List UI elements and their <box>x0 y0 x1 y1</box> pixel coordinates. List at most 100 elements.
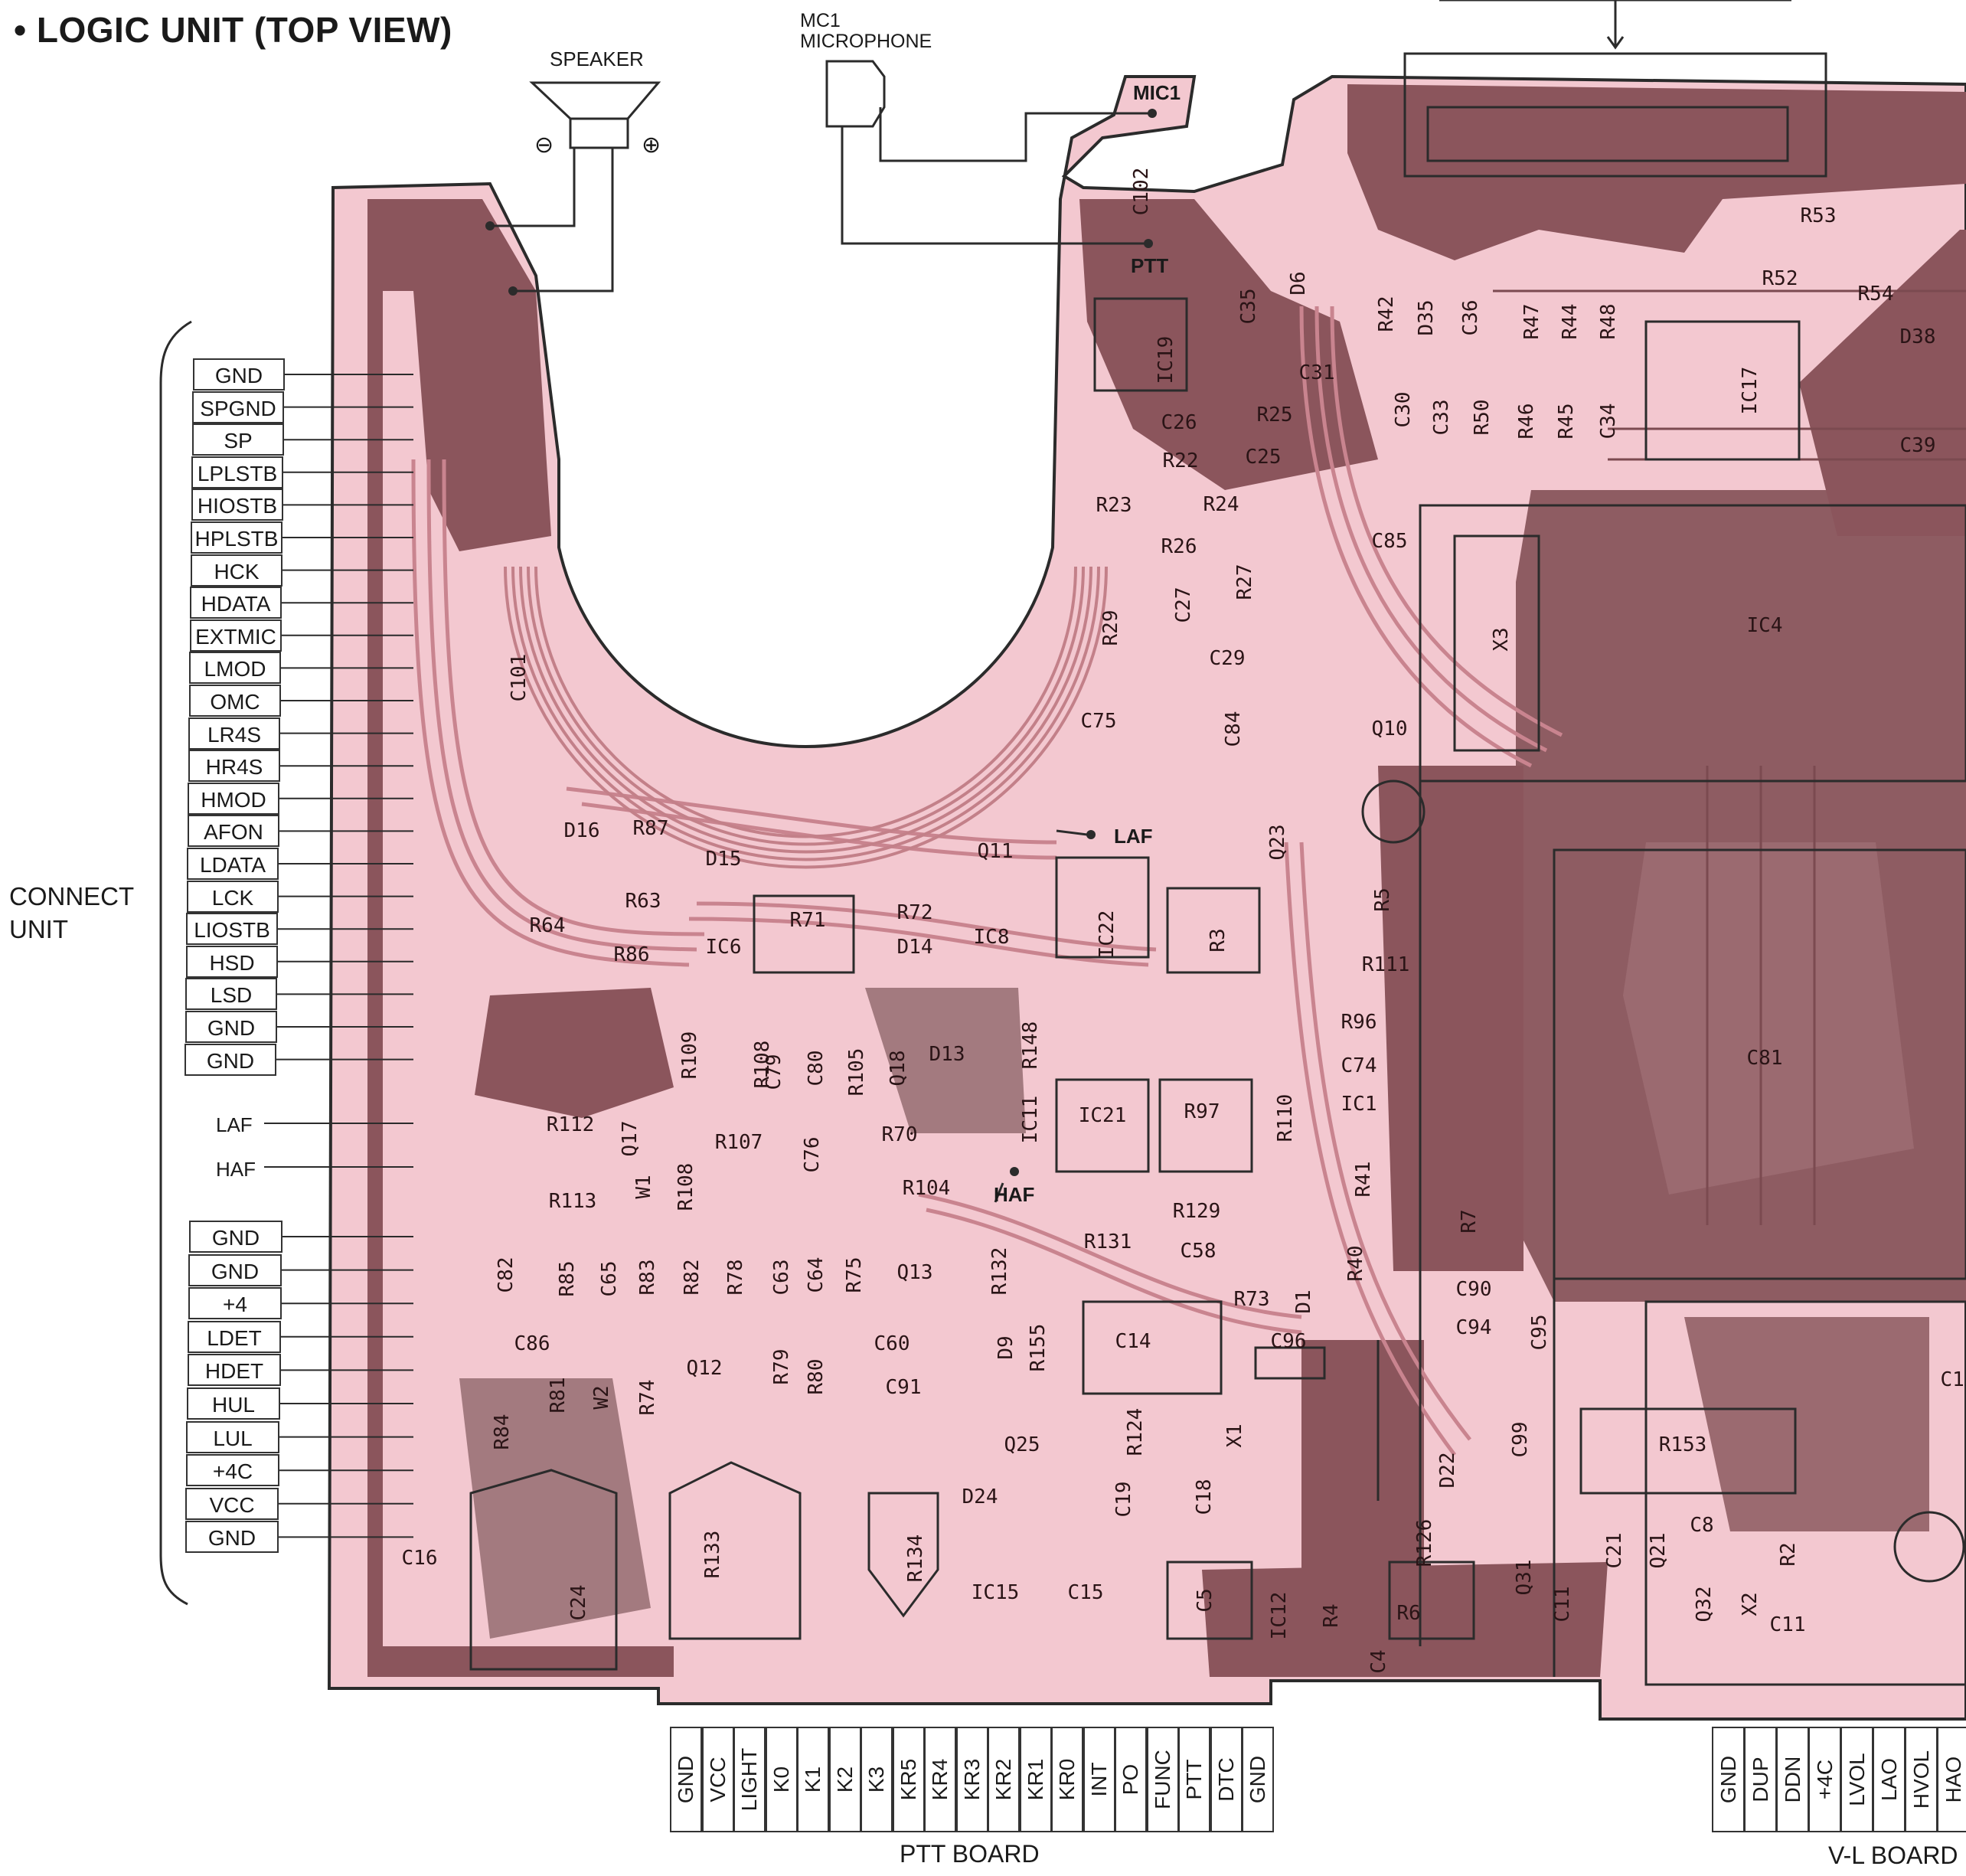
component-ic12: IC12 <box>1268 1592 1291 1640</box>
component-c11: C11 <box>1770 1613 1806 1636</box>
component-c101: C101 <box>508 654 531 702</box>
component-r22: R22 <box>1163 449 1199 472</box>
component-r96: R96 <box>1341 1011 1377 1034</box>
c14-outline <box>1082 1300 1223 1395</box>
component-w2: W2 <box>590 1385 613 1409</box>
component-r40: R40 <box>1344 1246 1367 1282</box>
connect-pin-hiostb: HIOSTB <box>191 489 283 521</box>
component-c65: C65 <box>598 1261 621 1297</box>
ptt-pin-label: K2 <box>832 1766 857 1793</box>
component-c36: C36 <box>1459 300 1482 336</box>
connect-unit-label-line1: CONNECT <box>9 882 135 910</box>
component-q23: Q23 <box>1266 825 1289 861</box>
component-ic17: IC17 <box>1739 367 1762 415</box>
component-c90: C90 <box>1456 1278 1492 1301</box>
component-r132: R132 <box>988 1247 1011 1296</box>
ptt-pin-label: KR1 <box>1023 1758 1047 1801</box>
vl-pin-label: +4C <box>1812 1759 1837 1800</box>
component-r6: R6 <box>1396 1602 1420 1625</box>
component-r74: R74 <box>636 1380 659 1416</box>
component-c81: C81 <box>1747 1047 1783 1070</box>
component-ic22: IC22 <box>1096 910 1119 959</box>
component-d15: D15 <box>706 848 742 871</box>
component-r27: R27 <box>1233 564 1256 600</box>
component-c102: C102 <box>1130 168 1153 216</box>
ptt-pin-label: KR3 <box>959 1758 984 1801</box>
component-c8: C8 <box>1690 1514 1713 1537</box>
laf-board-label: LAF <box>1114 825 1153 848</box>
ptt-pin-14: PO <box>1115 1727 1147 1832</box>
component-c96: C96 <box>1271 1330 1307 1353</box>
component-r50: R50 <box>1471 400 1494 436</box>
ic8-outline <box>1055 856 1150 959</box>
speaker-minus-icon: ⊖ <box>534 132 554 158</box>
connect-pin-hul-b: HUL <box>187 1387 280 1420</box>
component-r44: R44 <box>1559 304 1582 340</box>
component-c79: C79 <box>763 1054 785 1090</box>
component-d6: D6 <box>1287 271 1310 295</box>
ic21-outline <box>1158 1078 1253 1173</box>
component-r45: R45 <box>1555 404 1578 440</box>
component-c86: C86 <box>514 1332 550 1355</box>
component-r80: R80 <box>805 1359 828 1395</box>
ptt-pin-label: K0 <box>769 1766 793 1793</box>
component-d13: D13 <box>929 1043 965 1066</box>
component-r29: R29 <box>1099 610 1122 646</box>
component-c16: C16 <box>402 1547 438 1570</box>
ic15-outline <box>1166 1561 1253 1640</box>
component-r97: R97 <box>1184 1100 1220 1123</box>
component-q32: Q32 <box>1693 1587 1716 1623</box>
ptt-pin-label: GND <box>674 1755 697 1804</box>
component-c60: C60 <box>874 1332 910 1355</box>
component-r148: R148 <box>1019 1021 1042 1070</box>
component-q11: Q11 <box>978 840 1014 863</box>
component-q31: Q31 <box>1513 1560 1536 1596</box>
connect-unit-haf: HAF <box>216 1158 256 1181</box>
connect-pin-hr4s: HR4S <box>188 750 280 783</box>
component-c85: C85 <box>1372 530 1408 553</box>
ptt-pin-label: KR5 <box>896 1758 920 1801</box>
microphone-ref: MC1 <box>800 10 841 31</box>
ic22-outline <box>1166 887 1261 974</box>
component-r85: R85 <box>556 1261 579 1297</box>
component-c30: C30 <box>1392 392 1415 428</box>
ic6-outline <box>753 894 855 974</box>
connect-unit-bracket <box>159 320 192 1606</box>
ptt-pin-label: PO <box>1119 1763 1142 1796</box>
component-d1: D1 <box>1292 1289 1315 1313</box>
component-c63: C63 <box>770 1260 793 1296</box>
component-r81: R81 <box>547 1378 570 1414</box>
component-c84: C84 <box>1222 711 1245 747</box>
component-r126: R126 <box>1413 1519 1436 1567</box>
component-c99: C99 <box>1509 1422 1532 1458</box>
component-r133: R133 <box>701 1531 724 1579</box>
component-c64: C64 <box>805 1257 828 1293</box>
component-c95: C95 <box>1528 1315 1551 1351</box>
connect-pin-gnd-b: GND <box>188 1253 282 1286</box>
component-c5: C5 <box>1194 1588 1217 1612</box>
connect-pin-ldet-b: LDET <box>188 1320 281 1353</box>
vl-board-label: V-L BOARD <box>1828 1842 1958 1869</box>
ptt-pin-label: KR2 <box>991 1758 1015 1801</box>
component-x2: X2 <box>1739 1592 1762 1616</box>
d1-outline <box>1254 1346 1326 1380</box>
connect-pin-gnd: GND <box>185 1043 276 1076</box>
connect-pin-spgnd: SPGND <box>192 391 284 423</box>
connect-pin-liostb: LIOSTB <box>186 913 278 946</box>
component-q10: Q10 <box>1372 717 1408 740</box>
component-r75: R75 <box>843 1257 866 1293</box>
connect-pin-lsd: LSD <box>185 978 277 1011</box>
component-r41: R41 <box>1352 1162 1375 1198</box>
vl-pin-label: HAO <box>1941 1756 1965 1803</box>
component-ic15: IC15 <box>972 1581 1020 1604</box>
connect-pin-gnd: GND <box>193 358 285 391</box>
ptt-pin-18: GND <box>1242 1727 1274 1832</box>
vl-pin-label: LAO <box>1876 1757 1901 1802</box>
component-w1: W1 <box>632 1175 655 1198</box>
component-ic4: IC4 <box>1747 614 1783 637</box>
speaker-mic-wiring <box>490 60 1152 293</box>
component-r87: R87 <box>633 817 669 840</box>
component-c82: C82 <box>495 1257 518 1293</box>
